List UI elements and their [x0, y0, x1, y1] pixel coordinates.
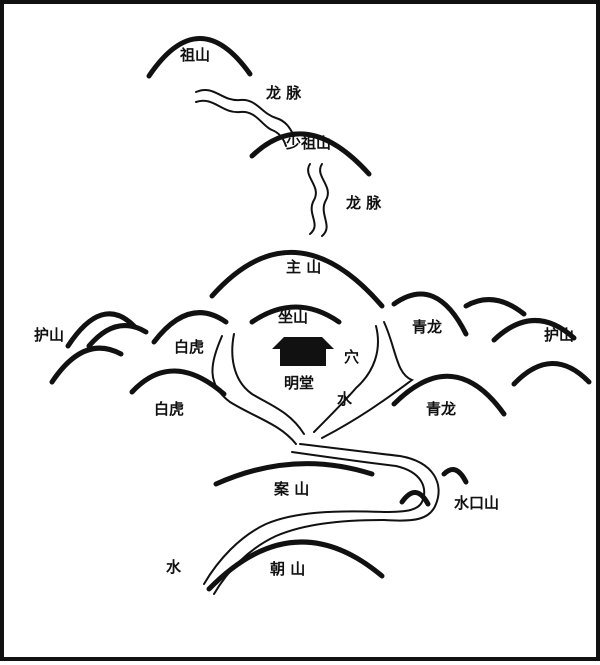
- label-zushan: 祖山: [180, 46, 211, 64]
- label-huashan-left: 护山: [34, 326, 65, 344]
- zushan-ridge: [146, 36, 253, 79]
- diagram-drawing: [49, 36, 592, 595]
- label-baihu-outer: 白虎: [154, 400, 185, 418]
- label-chaoshan: 朝 山: [270, 560, 306, 578]
- label-qinglong-outer: 青龙: [426, 400, 457, 418]
- baihu-outer-ridge: [129, 368, 227, 397]
- huashan-right-lower-ridge: [511, 361, 592, 387]
- label-zuoshan: 坐山: [278, 308, 309, 326]
- huashan-left-upper-ridge: [65, 311, 137, 349]
- label-shuikoushan: 水口山: [454, 494, 500, 512]
- baihu-inner-ridge: [151, 310, 229, 345]
- longmai-upper-line-a: [195, 89, 295, 137]
- huashan-right-ridge: [491, 318, 577, 343]
- label-water-center: 水: [337, 390, 353, 408]
- label-zhushan: 主 山: [286, 258, 322, 276]
- longmai-lower-line-a: [307, 163, 317, 235]
- qinglong-outer-ridge: [391, 373, 507, 417]
- water-right-inner: [313, 325, 379, 433]
- shuikoushan-ridge-small: [399, 490, 431, 507]
- water-main-upper: [299, 443, 440, 522]
- huashan-right-upper-ridge: [463, 297, 527, 317]
- shuikoushan-ridge: [441, 467, 469, 485]
- label-mingtang: 明堂: [284, 374, 315, 392]
- longmai-lower-line-b: [319, 163, 329, 237]
- water-left-inner: [231, 333, 305, 435]
- label-qinglong-inner: 青龙: [412, 318, 443, 336]
- label-huashan-right: 护山: [544, 326, 575, 344]
- water-main-lower: [291, 451, 426, 513]
- water-right-outer: [321, 321, 415, 439]
- label-shaozushan: 少祖山: [286, 134, 332, 152]
- water-left-outer: [211, 335, 297, 445]
- label-anshan: 案 山: [274, 480, 310, 498]
- label-xue: 穴: [344, 348, 360, 366]
- label-longmai-lower: 龙 脉: [346, 194, 382, 212]
- huashan-left-lower-ridge: [49, 345, 124, 385]
- label-water-left: 水: [166, 558, 182, 576]
- xue-building-icon: [272, 337, 334, 366]
- zuoshan-ridge: [249, 304, 342, 325]
- water-outflow-lower: [213, 519, 385, 595]
- label-longmai-upper: 龙 脉: [266, 84, 302, 102]
- anshan-ridge: [213, 461, 375, 487]
- longmai-upper-line-b: [195, 99, 287, 147]
- huashan-left-ridge: [86, 323, 149, 349]
- zhushan-ridge: [209, 250, 385, 309]
- shaozushan-ridge: [249, 131, 372, 177]
- water-outflow-upper: [203, 510, 385, 585]
- label-baihu-inner: 白虎: [174, 338, 205, 356]
- qinglong-inner-ridge: [391, 291, 469, 337]
